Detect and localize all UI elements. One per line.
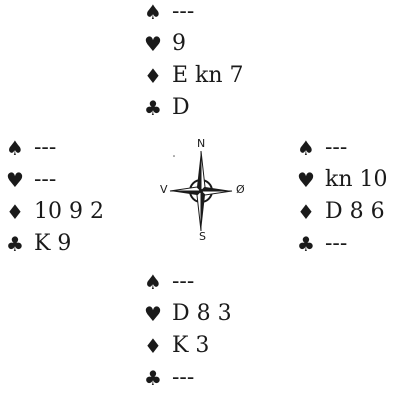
compass-rose: N S V Ø [146,134,246,244]
north-clubs-cards: D [172,95,190,120]
heart-icon: ♥ [144,302,162,326]
compass-south-label: S [199,230,206,243]
east-hearts-row: ♥ kn 10 [297,164,388,196]
west-diamonds-row: ♦ 10 9 2 [6,196,104,228]
north-spades-row: ♠ --- [144,0,244,28]
diamond-icon: ♦ [144,64,162,88]
west-hearts-row: ♥ --- [6,164,104,196]
north-diamonds-row: ♦ E kn 7 [144,60,244,92]
south-clubs-cards: --- [172,365,195,390]
west-spades-row: ♠ --- [6,132,104,164]
north-spades-cards: --- [172,0,195,24]
east-spades-row: ♠ --- [297,132,388,164]
west-hearts-cards: --- [34,167,57,192]
north-diamonds-cards: E kn 7 [172,63,244,88]
west-clubs-cards: K 9 [34,231,72,256]
diamond-icon: ♦ [6,200,24,224]
north-clubs-row: ♣ D [144,92,244,124]
east-spades-cards: --- [325,135,348,160]
heart-icon: ♥ [297,168,315,192]
compass-east-label: Ø [236,183,245,196]
heart-icon: ♥ [144,32,162,56]
south-diamonds-cards: K 3 [172,333,210,358]
diamond-icon: ♦ [144,334,162,358]
west-diamonds-cards: 10 9 2 [34,199,104,224]
club-icon: ♣ [144,366,162,390]
north-hand: ♠ --- ♥ 9 ♦ E kn 7 ♣ D [144,0,244,124]
spade-icon: ♠ [144,270,162,294]
compass-north-label: N [197,137,206,150]
south-spades-row: ♠ --- [144,266,232,298]
north-hearts-cards: 9 [172,31,186,56]
heart-icon: ♥ [6,168,24,192]
compass-west-label: V [160,183,168,196]
club-icon: ♣ [297,232,315,256]
south-diamonds-row: ♦ K 3 [144,330,232,362]
south-hearts-cards: D 8 3 [172,301,232,326]
south-spades-cards: --- [172,269,195,294]
compass-rose-icon [169,150,233,232]
club-icon: ♣ [144,96,162,120]
east-hand: ♠ --- ♥ kn 10 ♦ D 8 6 ♣ --- [297,132,388,260]
south-hand: ♠ --- ♥ D 8 3 ♦ K 3 ♣ --- [144,266,232,394]
club-icon: ♣ [6,232,24,256]
east-clubs-row: ♣ --- [297,228,388,260]
north-hearts-row: ♥ 9 [144,28,244,60]
east-clubs-cards: --- [325,231,348,256]
south-clubs-row: ♣ --- [144,362,232,394]
east-hearts-cards: kn 10 [325,167,388,192]
south-hearts-row: ♥ D 8 3 [144,298,232,330]
spade-icon: ♠ [6,136,24,160]
spade-icon: ♠ [297,136,315,160]
west-hand: ♠ --- ♥ --- ♦ 10 9 2 ♣ K 9 [6,132,104,260]
west-spades-cards: --- [34,135,57,160]
west-clubs-row: ♣ K 9 [6,228,104,260]
spade-icon: ♠ [144,0,162,24]
diamond-icon: ♦ [297,200,315,224]
east-diamonds-row: ♦ D 8 6 [297,196,388,228]
east-diamonds-cards: D 8 6 [325,199,385,224]
